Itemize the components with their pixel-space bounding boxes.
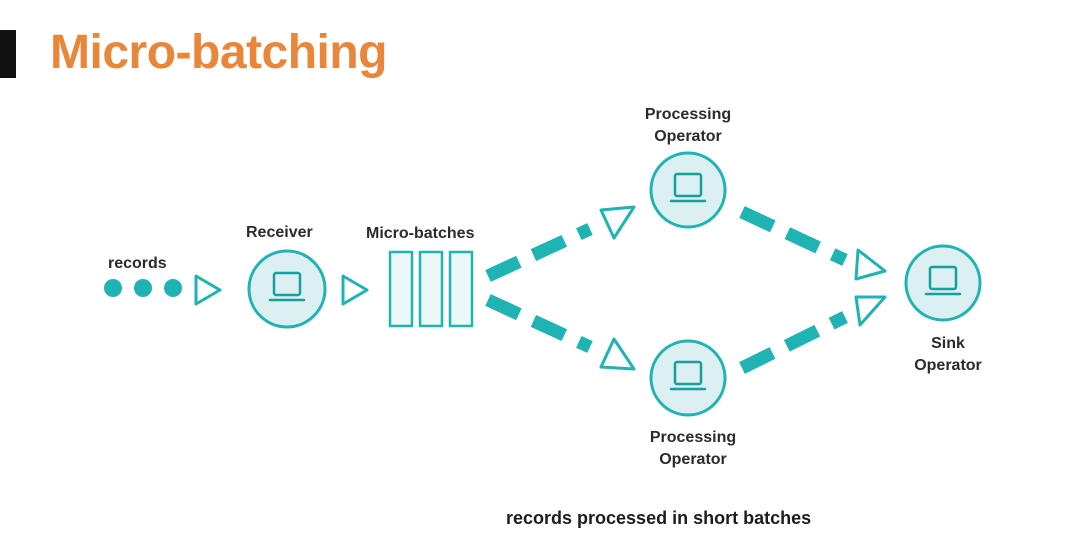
- triangle-arrow-icon: [854, 295, 887, 327]
- sink-operator-label: Sink Operator: [900, 333, 996, 377]
- triangle-arrow-icon: [599, 205, 636, 240]
- receiver-node: [247, 249, 327, 329]
- label-line: Operator: [659, 451, 727, 468]
- sink-operator-node: [904, 244, 982, 322]
- label-line: Sink: [931, 335, 965, 352]
- triangle-arrow-icon: [341, 274, 369, 306]
- label-line: Processing: [644, 106, 732, 123]
- node-circle: [649, 339, 727, 417]
- micro-batches-label: Micro-batches: [366, 225, 475, 242]
- triangle-arrow-icon: [599, 337, 636, 371]
- record-dot: [164, 279, 182, 297]
- diagram-caption: records processed in short batches: [506, 508, 812, 528]
- batch-block: [418, 250, 444, 328]
- receiver-label: Receiver: [246, 224, 313, 241]
- connector-bottom-to-sink: [739, 311, 848, 374]
- processing-operator-top-node: [649, 151, 727, 229]
- node-circle: [904, 244, 982, 322]
- label-line: Operator: [654, 128, 722, 145]
- record-dots: [104, 279, 182, 297]
- computer-monitor-icon: [924, 265, 962, 296]
- processing-operator-top-label: Processing Operator: [636, 104, 740, 148]
- batch-block: [388, 250, 414, 328]
- page-title: Micro-batching: [50, 26, 388, 79]
- node-circle: [649, 151, 727, 229]
- records-label: records: [108, 255, 167, 272]
- node-circle: [247, 249, 327, 329]
- triangle-arrow-icon: [854, 248, 887, 281]
- connector-to-bottom: [485, 294, 593, 353]
- title-accent-bar: [0, 30, 16, 78]
- connector-to-top: [485, 223, 593, 282]
- processing-operator-bottom-node: [649, 339, 727, 417]
- computer-monitor-icon: [268, 271, 306, 302]
- connector-top-to-sink: [739, 206, 848, 266]
- computer-monitor-icon: [669, 360, 707, 391]
- micro-batches: [388, 250, 474, 328]
- record-dot: [104, 279, 122, 297]
- triangle-arrow-icon: [194, 274, 222, 306]
- processing-operator-bottom-label: Processing Operator: [641, 427, 745, 471]
- computer-monitor-icon: [669, 172, 707, 203]
- label-line: Processing: [649, 429, 737, 446]
- batch-block: [448, 250, 474, 328]
- label-line: Operator: [914, 357, 982, 374]
- record-dot: [134, 279, 152, 297]
